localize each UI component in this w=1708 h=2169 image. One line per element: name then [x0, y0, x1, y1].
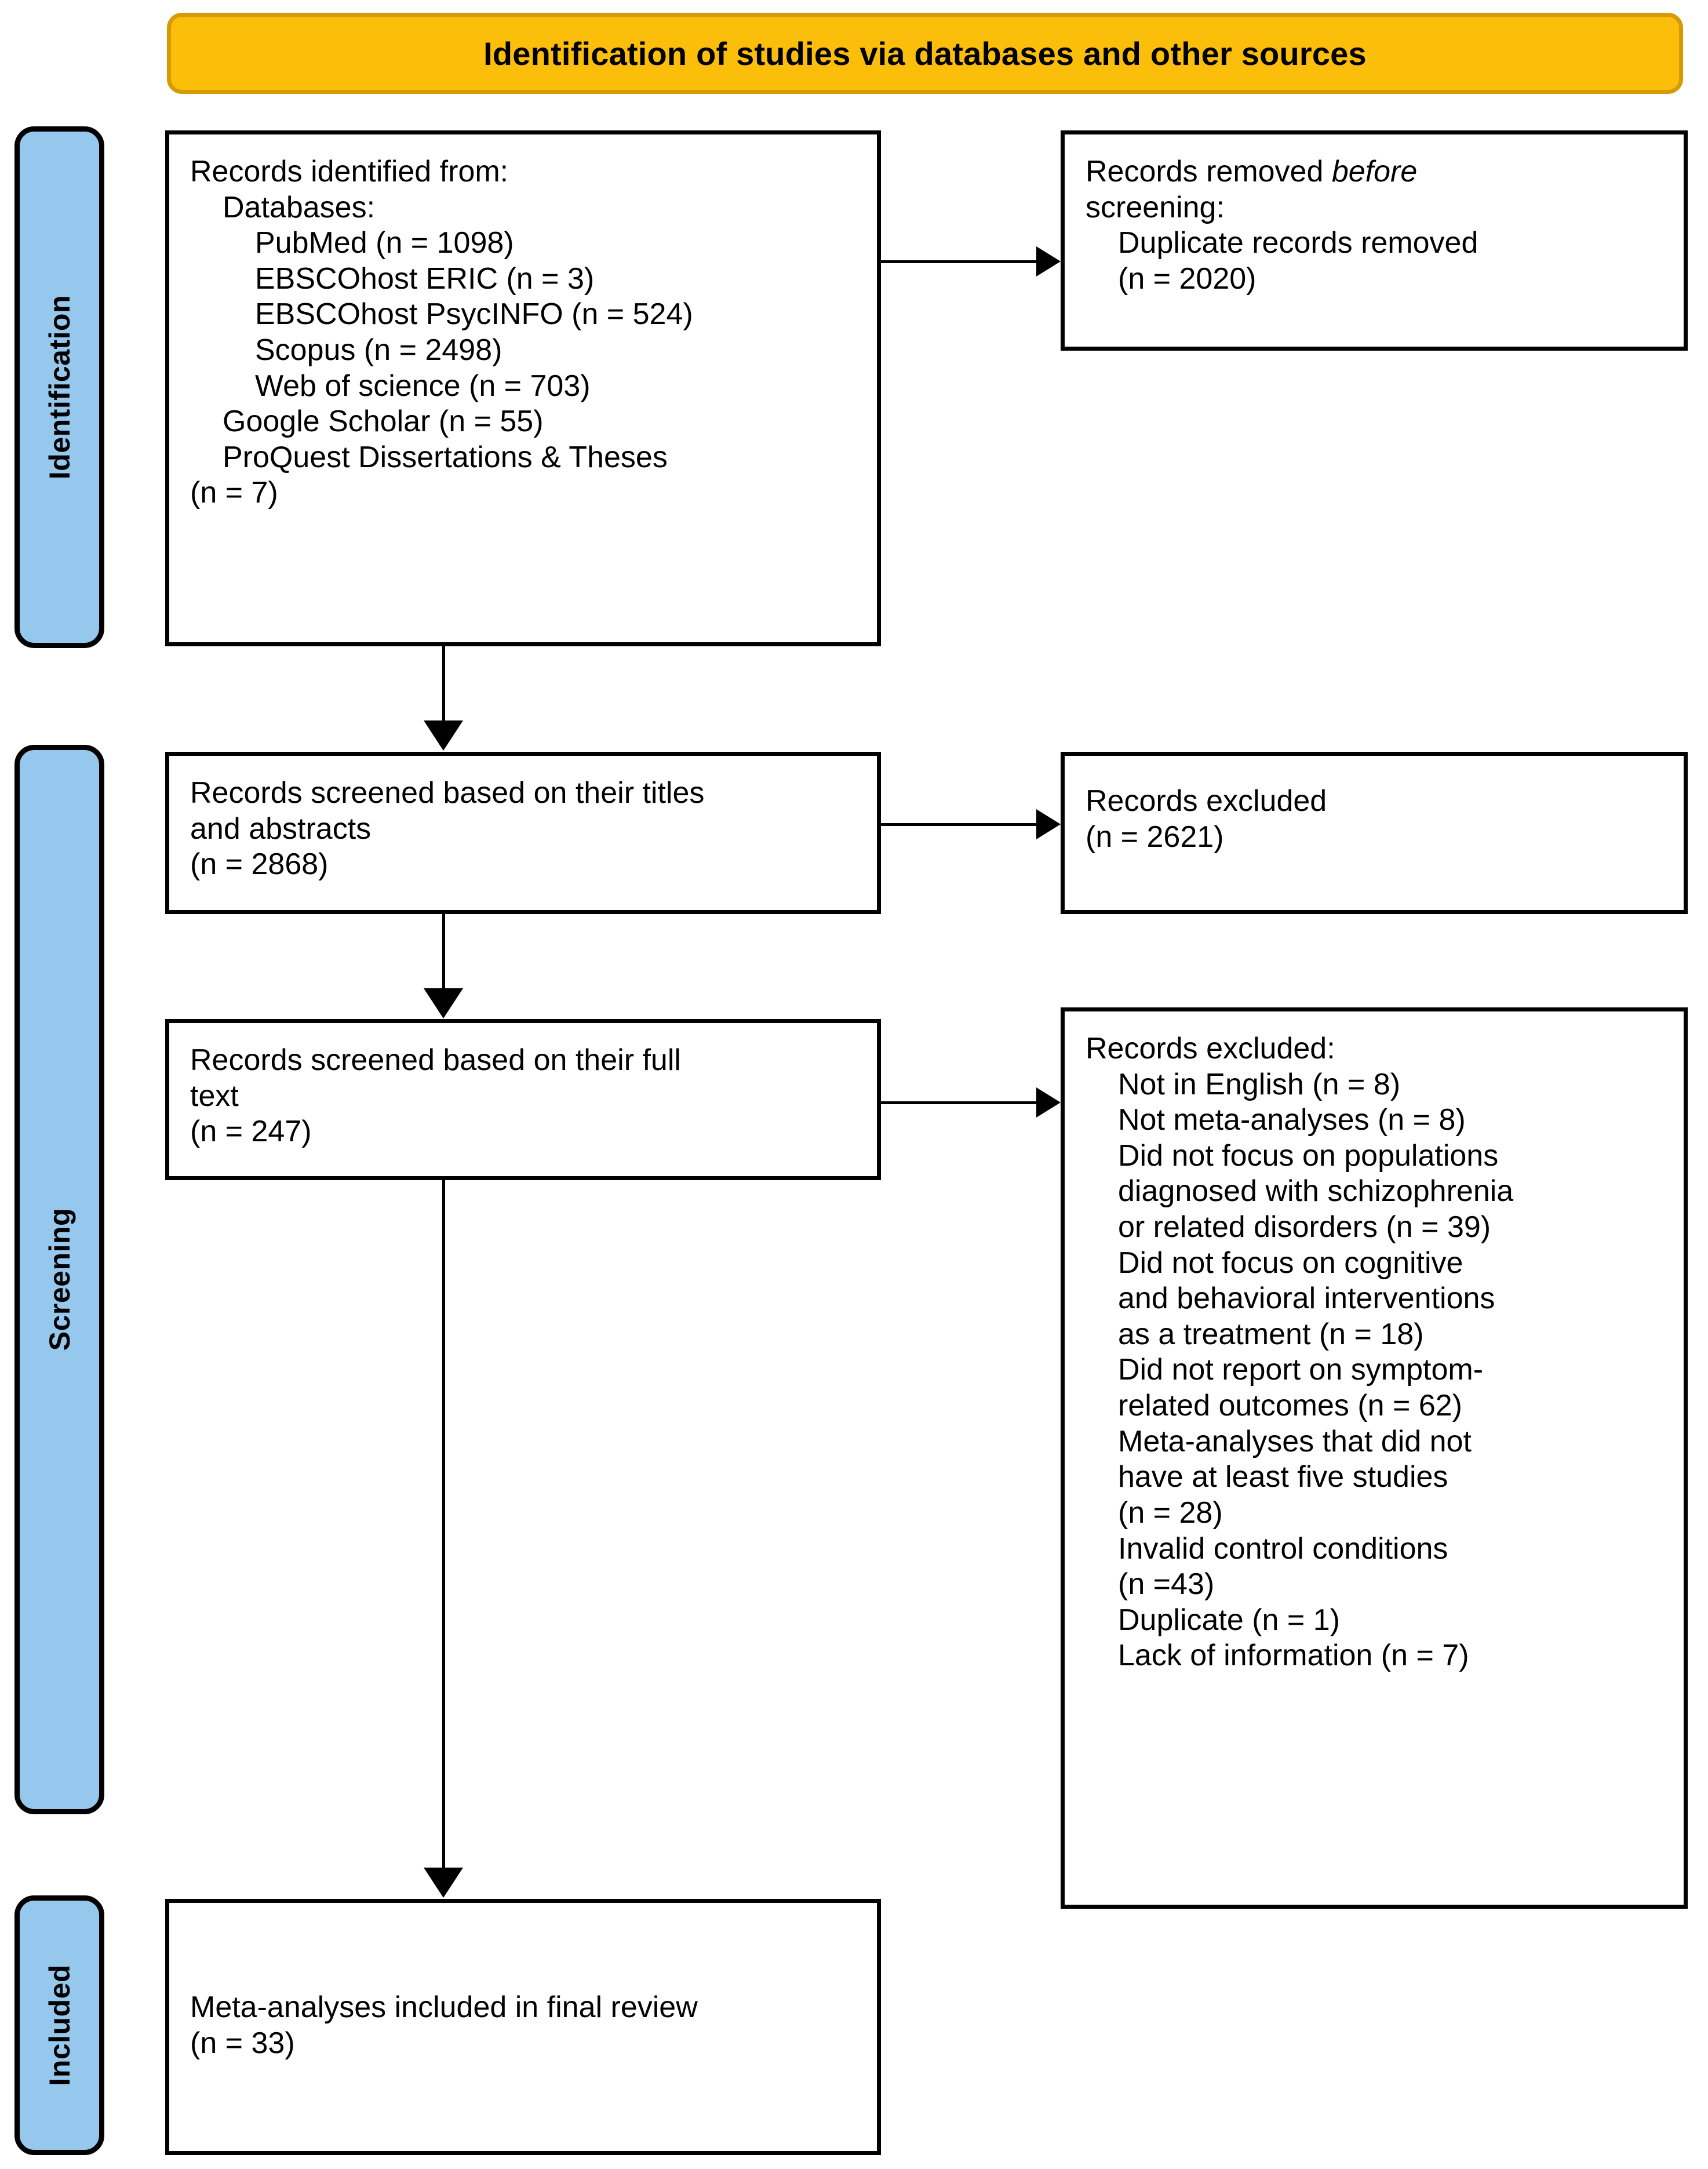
box-line: Records excluded: [1086, 1032, 1335, 1065]
stage-label-identification: Identification [43, 294, 76, 480]
box-line: Records screened based on their titles [190, 776, 705, 810]
box-line: related outcomes (n = 62) [1118, 1389, 1462, 1423]
box-records-excluded-titles: Records excluded (n = 2621) [1061, 752, 1688, 914]
box-line: Google Scholar (n = 55) [223, 405, 544, 439]
box-line-text: : [1216, 190, 1225, 224]
box-line: diagnosed with schizophrenia [1118, 1174, 1514, 1209]
box-line: Duplicate records removed [1118, 226, 1478, 260]
stage-bar-screening: Screening [14, 745, 104, 1814]
box-line: Meta-analyses included in final review [190, 1990, 698, 2024]
box-line: and abstracts [190, 811, 372, 846]
arrowhead-fulltext-to-excluded-fulltext [1036, 1087, 1061, 1118]
connector-identified-to-screened [442, 646, 445, 725]
box-line: Records identified from: [190, 155, 509, 188]
box-line: Databases: [223, 190, 376, 224]
box-line: (n = 7) [190, 476, 278, 510]
box-line: and behavioral interventions [1118, 1282, 1495, 1316]
stage-bar-identification: Identification [14, 126, 104, 648]
box-line: Duplicate (n = 1) [1118, 1603, 1340, 1637]
box-line: EBSCOhost ERIC (n = 3) [255, 261, 595, 296]
box-records-removed-before-screening: Records removed before screening: Duplic… [1061, 130, 1688, 351]
box-line-emphasis: screening [1086, 190, 1217, 224]
box-line: Not meta-analyses (n = 8) [1118, 1103, 1466, 1137]
box-line-text: Records removed [1086, 155, 1332, 188]
box-line: Did not report on symptom- [1118, 1353, 1484, 1387]
arrowhead-screened-to-fulltext [424, 988, 463, 1018]
box-line: Invalid control conditions [1118, 1531, 1448, 1566]
box-line: EBSCOhost PsycINFO (n = 524) [255, 297, 693, 332]
connector-screened-to-excluded-titles [881, 823, 1039, 826]
box-line: (n = 2621) [1086, 820, 1224, 854]
box-line: Records removed before [1086, 154, 1663, 190]
box-line: (n = 247) [190, 1115, 312, 1149]
box-line: text [190, 1079, 239, 1113]
box-line: or related disorders (n = 39) [1118, 1210, 1491, 1244]
box-line: (n =43) [1118, 1567, 1215, 1602]
connector-fulltext-to-excluded-fulltext [881, 1101, 1039, 1104]
stage-label-screening: Screening [43, 1208, 76, 1351]
box-line: Web of science (n = 703) [255, 369, 591, 403]
box-line: (n = 33) [190, 2026, 295, 2060]
diagram-title: Identification of studies via databases … [483, 35, 1367, 72]
box-line: PubMed (n = 1098) [255, 226, 514, 260]
arrowhead-identified-to-removed [1036, 246, 1061, 276]
box-records-screened-titles: Records screened based on their titles a… [165, 752, 881, 914]
box-line: Not in English (n = 8) [1118, 1067, 1401, 1101]
box-line: Records excluded [1086, 784, 1327, 818]
arrowhead-fulltext-to-included [424, 1868, 463, 1898]
stage-bar-included: Included [14, 1895, 104, 2155]
box-line: (n = 2020) [1118, 261, 1257, 296]
box-line: screening: [1086, 190, 1663, 226]
box-line: have at least five studies [1118, 1460, 1448, 1494]
arrowhead-screened-to-excluded-titles [1036, 809, 1061, 839]
box-line: Records screened based on their full [190, 1043, 681, 1077]
box-line: Lack of information (n = 7) [1118, 1639, 1469, 1673]
box-line: Meta-analyses that did not [1118, 1424, 1472, 1458]
box-included-final-review: Meta-analyses included in final review (… [165, 1899, 881, 2155]
box-line: (n = 2868) [190, 847, 329, 882]
box-records-identified: Records identified from: Databases: PubM… [165, 130, 881, 646]
arrowhead-identified-to-screened [424, 720, 463, 751]
box-records-screened-fulltext: Records screened based on their full tex… [165, 1019, 881, 1180]
box-records-excluded-fulltext: Records excluded: Not in English (n = 8)… [1061, 1007, 1688, 1909]
diagram-header-banner: Identification of studies via databases … [167, 13, 1683, 94]
box-line: Scopus (n = 2498) [255, 333, 502, 367]
box-line: Did not focus on populations [1118, 1138, 1499, 1173]
stage-label-included: Included [43, 1964, 76, 2086]
box-line: (n = 28) [1118, 1495, 1223, 1530]
connector-fulltext-to-included [442, 1180, 445, 1870]
box-line: as a treatment (n = 18) [1118, 1317, 1424, 1351]
box-line: Did not focus on cognitive [1118, 1246, 1463, 1280]
connector-screened-to-fulltext [442, 914, 445, 992]
connector-identified-to-removed [881, 260, 1039, 263]
box-line: ProQuest Dissertations & Theses [223, 440, 668, 474]
box-line-emphasis: before [1331, 155, 1418, 188]
